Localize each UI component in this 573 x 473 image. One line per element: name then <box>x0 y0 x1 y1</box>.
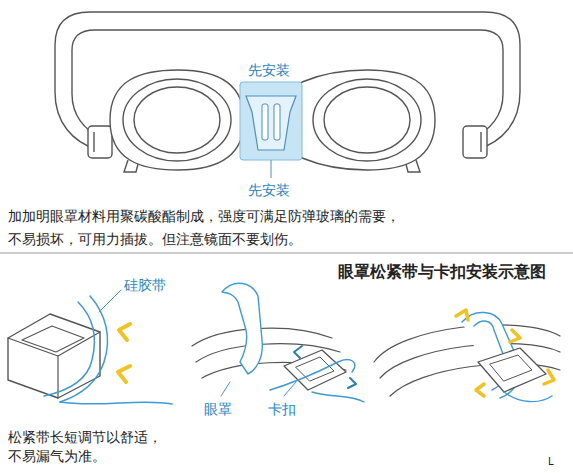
eye-cup-ring <box>123 79 231 161</box>
nose-bridge-slot <box>262 104 268 140</box>
nose-bridge-piece <box>246 96 296 150</box>
leader-line <box>271 160 272 178</box>
direction-arrow <box>510 330 520 342</box>
leader-line <box>284 382 296 396</box>
adjustment-note: 松紧带长短调节以舒适， 不易漏气为准。 <box>8 428 170 466</box>
strap-tail <box>504 392 552 402</box>
part-label: 卡扣 <box>268 400 296 418</box>
nose-bridge-slot <box>274 104 280 140</box>
lens <box>134 87 220 153</box>
direction-arrow <box>456 310 468 320</box>
silicone-strap <box>44 302 94 396</box>
clip-top-face <box>8 332 100 356</box>
cup-foot <box>406 160 420 172</box>
lens <box>324 87 410 153</box>
goggles-front-view <box>55 12 520 172</box>
step-one-illustration <box>8 290 172 404</box>
leader-line <box>99 290 121 312</box>
strap-tail <box>312 392 364 402</box>
clip-body <box>8 314 100 398</box>
clip-window <box>296 357 334 381</box>
direction-arrow <box>118 366 130 382</box>
section-divider <box>0 253 573 254</box>
side-buckle <box>463 126 487 158</box>
page-mark: L <box>548 455 554 468</box>
assembly-note: 先安装 <box>248 181 290 199</box>
leader-line <box>221 382 230 396</box>
strap-through-clip <box>270 360 355 390</box>
step-three-illustration <box>374 310 560 402</box>
direction-arrow <box>294 346 302 358</box>
buckle-detail <box>93 132 94 152</box>
part-label: 硅胶带 <box>124 276 166 294</box>
silicone-band <box>222 283 262 374</box>
clip-window <box>490 355 532 381</box>
diagram-title: 眼罩松紧带与卡扣安装示意图 <box>338 262 546 283</box>
material-note: 加加明眼罩材料用聚碳酸酯制成，强度可满足防弹玻璃的需要， 不易损坏，可用力插拔。… <box>8 205 410 251</box>
clip-slot <box>22 326 84 352</box>
nose-bridge <box>240 82 302 178</box>
clip <box>478 348 546 392</box>
eye-cup-ring <box>313 79 421 161</box>
assembly-note: 先安装 <box>248 61 290 79</box>
direction-arrow <box>476 384 484 396</box>
buckle-detail <box>480 132 481 152</box>
eye-cup-frame <box>110 70 244 170</box>
step-two-illustration <box>192 283 364 402</box>
direction-arrow <box>119 324 130 340</box>
nose-bridge-highlight <box>240 82 302 160</box>
strap-tail <box>60 402 172 404</box>
side-buckle <box>88 126 112 158</box>
part-label: 眼罩 <box>204 400 232 418</box>
silicone-strap <box>60 296 108 402</box>
cup-foot <box>124 160 138 172</box>
clip <box>284 350 346 390</box>
direction-arrow <box>544 370 554 384</box>
direction-arrow <box>348 378 356 388</box>
